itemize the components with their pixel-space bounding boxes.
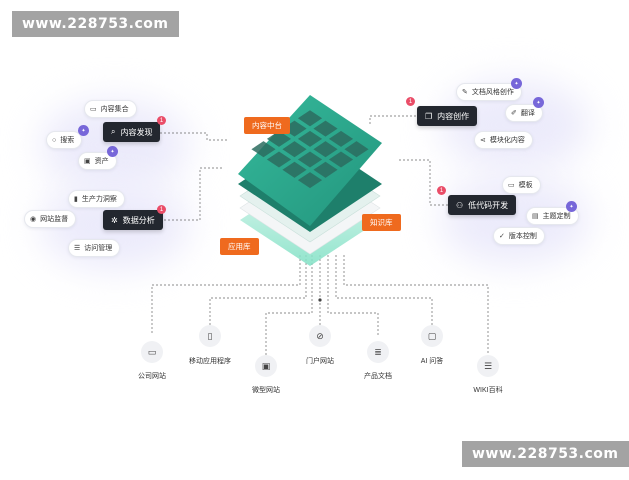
content-creation-badge: 1 [406,97,415,106]
template-icon: ▭ [508,182,515,189]
grid-tile [297,172,323,189]
grid-tile [344,141,369,158]
pen-icon: ✎ [462,89,468,96]
theme-dot: ✦ [566,201,577,212]
watermark-bottom: www.228753.com [462,441,629,467]
grid-tile [328,130,354,147]
window-icon[interactable]: ▣ [255,355,277,377]
image-icon: ▣ [84,158,91,165]
content-set-pill[interactable]: ▭内容集合 [84,100,137,118]
grid-tile [266,130,292,147]
grid-tile [282,141,307,158]
data-analysis-node[interactable]: ✲数据分析 [103,210,163,230]
connector-lines [119,108,489,355]
grid-tile [313,141,338,158]
grid-tile [313,161,338,178]
content-discovery-badge: 1 [157,116,166,125]
output-label-0: 公司网站 [138,373,166,380]
search-pill-dot: ✦ [78,125,89,136]
gear-icon: ✲ [111,215,118,225]
phone-icon[interactable]: ▯ [199,325,221,347]
bar-chart-icon: ▮ [74,196,78,203]
grid-tile [328,151,354,168]
output-label-1: 移动应用程序 [189,358,231,365]
grid-tile [297,110,323,127]
check-icon: ✓ [499,233,505,240]
site-monitor-pill[interactable]: ◉网站监督 [24,210,77,228]
low-code-badge: 1 [437,186,446,195]
theme-pill[interactable]: ▤主题定制 [526,207,579,225]
assets-pill[interactable]: ▣资产 [78,152,117,170]
translate-icon: ✐ [511,110,517,117]
modular-pill[interactable]: ⋖模块化内容 [474,131,533,149]
chat-icon[interactable]: ▢ [421,325,443,347]
database-icon[interactable]: ☰ [477,355,499,377]
copy-icon: ❐ [425,111,433,121]
portal-icon[interactable]: ⊘ [309,325,331,347]
grid-tile [297,130,323,147]
document-icon[interactable]: ≣ [367,341,389,363]
output-label-3: 门户网站 [306,358,334,365]
content-creation-node[interactable]: ❐内容创作 [417,106,478,126]
productivity-pill[interactable]: ▮生产力洞察 [68,190,125,208]
grid-tile [297,151,323,168]
doc-style-pill[interactable]: ✎文档风格创作 [456,83,522,101]
list-icon: ☰ [74,245,81,252]
template-pill[interactable]: ▭模板 [502,176,541,194]
search-small-icon: ○ [52,136,57,144]
translate-dot: ✦ [533,97,544,108]
output-label-5: AI 问答 [420,358,444,365]
content-platform-tag: 内容中台 [244,117,290,134]
content-discovery-node[interactable]: ⌕内容发现 [103,122,161,142]
data-analysis-badge: 1 [157,205,166,214]
search-pill[interactable]: ○搜索 [46,131,83,149]
output-label-6: WIKI百科 [473,387,503,394]
grid-tile [251,141,276,158]
translate-pill[interactable]: ✐翻译 [505,104,543,122]
grid-tile [282,161,307,178]
low-code-node[interactable]: ⚇低代码开发 [448,195,517,215]
users-icon: ⚇ [456,200,464,210]
share-icon: ⋖ [480,137,486,144]
access-mgmt-pill[interactable]: ☰访问管理 [68,239,121,257]
output-label-2: 微型网站 [252,387,280,394]
app-library-tag: 应用库 [220,238,259,255]
grid-tile [266,151,292,168]
browser-icon[interactable]: ▭ [141,341,163,363]
version-pill[interactable]: ✓版本控制 [493,227,545,245]
theme-icon: ▤ [532,213,539,220]
folder-icon: ▭ [90,106,97,113]
knowledge-base-tag: 知识库 [362,214,401,231]
assets-pill-dot: ✦ [107,146,118,157]
output-label-4: 产品文档 [364,373,392,380]
watermark-top: www.228753.com [12,11,179,37]
grid-tile [313,120,338,137]
eye-icon: ◉ [30,216,37,223]
doc-style-dot: ✦ [511,78,522,89]
search-icon: ⌕ [111,127,116,136]
platform-stack [238,95,382,266]
